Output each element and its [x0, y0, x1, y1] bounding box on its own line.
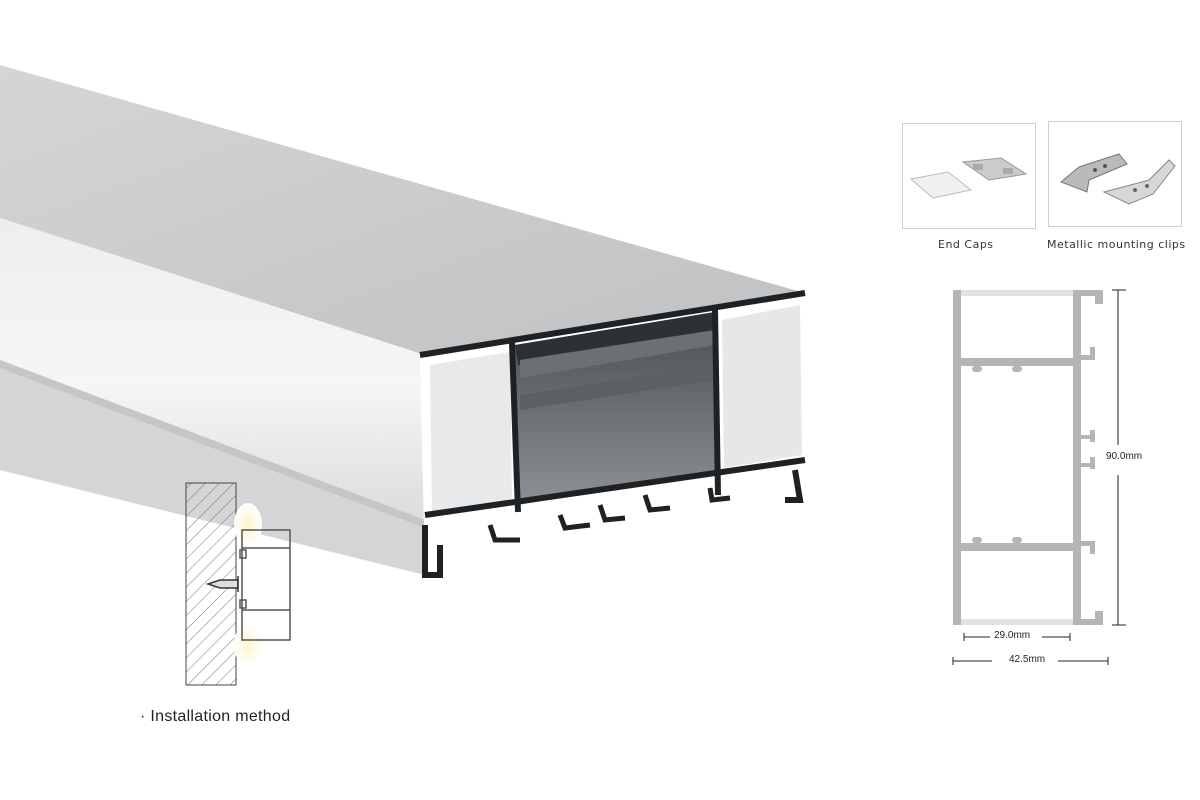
profile-top-face	[0, 65, 805, 355]
installation-diagram	[185, 482, 291, 686]
mini-profile-section	[239, 529, 291, 641]
mounting-clips-image	[1048, 121, 1182, 227]
outer-width-dimension: 42.5mm	[1009, 654, 1046, 665]
mounting-clips-caption: Metallic mounting clips	[1047, 238, 1186, 251]
cross-section-drawing	[952, 289, 1126, 665]
height-dimension: 90.0mm	[1106, 451, 1143, 462]
inner-width-dimension: 29.0mm	[994, 630, 1031, 641]
profile-side-lower	[0, 360, 425, 575]
end-caps-image	[902, 123, 1036, 229]
profile-end-face	[419, 290, 808, 578]
profile-3d-render	[0, 65, 808, 578]
screw-icon	[205, 576, 239, 592]
profile-side-diffuser	[0, 218, 425, 520]
installation-method-label: · Installation method	[140, 708, 291, 725]
end-caps-caption: End Caps	[938, 238, 994, 251]
